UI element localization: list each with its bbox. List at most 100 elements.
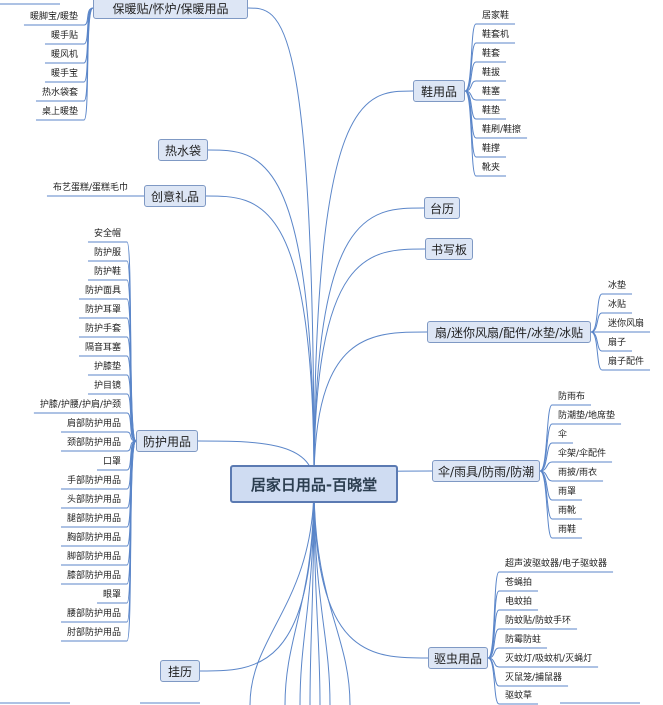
branch-connector (207, 149, 315, 485)
branch-connector (313, 483, 429, 659)
leaf-item[interactable]: 颈部防护用品 (66, 438, 121, 448)
branch-chuangyi[interactable]: 创意礼品 (144, 185, 206, 207)
branch-guali[interactable]: 挂历 (160, 660, 200, 682)
leaf-connector (590, 312, 603, 333)
leaf-item[interactable]: 鞋刷/鞋擦 (482, 125, 522, 135)
branch-connector (249, 483, 315, 705)
leaf-item[interactable]: 雨罩 (558, 487, 577, 497)
branch-connector (313, 483, 331, 705)
leaf-item[interactable]: 防蚊贴/防蚊手环 (505, 616, 572, 626)
leaf-item[interactable]: 热水袋套 (41, 88, 78, 98)
leaf-item[interactable]: 护目镜 (93, 381, 121, 391)
leaf-item[interactable]: 防护面具 (84, 286, 121, 296)
central-topic[interactable]: 居家日用品-百晓堂 (230, 465, 398, 503)
leaf-item[interactable]: 灭鼠笼/捕鼠器 (505, 673, 563, 683)
leaf-item[interactable]: 胸部防护用品 (66, 533, 121, 543)
leaf-item[interactable]: 肩部防护用品 (66, 419, 121, 429)
leaf-item[interactable]: 肘部防护用品 (66, 628, 121, 638)
leaf-connector (464, 61, 477, 92)
leaf-item[interactable]: 鞋套机 (482, 30, 510, 40)
leaf-item[interactable]: 暖风机 (50, 50, 78, 60)
leaf-item[interactable]: 鞋套 (482, 49, 501, 59)
leaf-item[interactable]: 头部防护用品 (66, 495, 121, 505)
leaf-item[interactable]: 迷你风扇 (608, 319, 645, 329)
leaf-connector (487, 657, 500, 705)
leaf-item[interactable]: 雨鞋 (558, 525, 577, 535)
branch-shan[interactable]: 扇/迷你风扇/配件/冰垫/冰贴 (427, 321, 591, 343)
leaf-item[interactable]: 鞋拔 (482, 68, 501, 78)
leaf-connector (487, 609, 500, 659)
leaf-item[interactable]: 桌上暖垫 (41, 107, 78, 117)
leaf-item[interactable]: 雨靴 (558, 506, 577, 516)
branch-shuxie[interactable]: 书写板 (425, 238, 473, 260)
leaf-item[interactable]: 电蚊拍 (505, 597, 533, 607)
leaf-connector (464, 90, 477, 177)
leaf-item[interactable]: 鞋撑 (482, 144, 501, 154)
leaf-item[interactable]: 暖脚宝/暖垫 (29, 12, 78, 22)
leaf-item[interactable]: 防护服 (93, 248, 121, 258)
leaf-item[interactable]: 防护耳罩 (84, 305, 121, 315)
leaf-connector (539, 470, 553, 539)
leaf-connector (487, 628, 500, 659)
leaf-item[interactable]: 伞 (558, 430, 568, 440)
leaf-item[interactable]: 暖手贴 (50, 31, 78, 41)
leaf-connector (539, 442, 553, 472)
branch-san[interactable]: 伞/雨具/防雨/防潮 (432, 460, 540, 482)
leaf-item[interactable]: 灭蚊灯/吸蚊机/灭蝇灯 (505, 654, 593, 664)
leaf-item[interactable]: 脚部防护用品 (66, 552, 121, 562)
leaf-item[interactable]: 扇子 (608, 338, 627, 348)
leaf-item[interactable]: 防护鞋 (93, 267, 121, 277)
leaf-item[interactable]: 驱蚊草 (505, 691, 533, 701)
branch-connector (313, 248, 426, 485)
branch-connector (313, 331, 428, 485)
leaf-item[interactable]: 眼罩 (102, 590, 121, 600)
leaf-item[interactable]: 超声波驱蚊器/电子驱蚊器 (505, 559, 608, 569)
leaf-item[interactable]: 护膝垫 (93, 362, 121, 372)
leaf-connector (126, 393, 137, 442)
leaf-item[interactable]: 鞋垫 (482, 106, 501, 116)
leaf-connector (464, 42, 477, 92)
leaf-item[interactable]: 防潮垫/地席垫 (558, 411, 616, 421)
branch-quchong[interactable]: 驱虫用品 (428, 647, 488, 669)
leaf-item[interactable]: 膝部防护用品 (66, 571, 121, 581)
branch-baonuan[interactable]: 保暖贴/怀炉/保暖用品 (93, 0, 248, 19)
leaf-item[interactable]: 腰部防护用品 (66, 609, 121, 619)
leaf-item[interactable]: 居家鞋 (482, 11, 510, 21)
branch-connector (284, 483, 315, 705)
leaf-item[interactable]: 扇子配件 (608, 357, 645, 367)
leaf-item[interactable]: 口罩 (102, 457, 121, 467)
leaf-connector (590, 331, 603, 371)
leaf-item[interactable]: 腿部防护用品 (66, 514, 121, 524)
leaf-item[interactable]: 防霉防蛀 (505, 635, 542, 645)
leaf-connector (539, 423, 553, 472)
branch-fanghu[interactable]: 防护用品 (136, 430, 198, 452)
leaf-connector (590, 293, 603, 333)
leaf-item[interactable]: 护膝/护腰/护肩/护颈 (39, 400, 121, 410)
branch-reshuidai[interactable]: 热水袋 (158, 139, 208, 161)
branch-connector (313, 90, 414, 485)
leaf-item[interactable]: 苍蝇拍 (505, 578, 533, 588)
leaf-item[interactable]: 伞架/伞配件 (558, 449, 607, 459)
leaf-item[interactable]: 靴夹 (482, 163, 501, 173)
leaf-item[interactable]: 雨披/雨衣 (558, 468, 598, 478)
leaf-item[interactable]: 隔音耳塞 (84, 343, 121, 353)
leaf-item[interactable]: 手部防护用品 (66, 476, 121, 486)
leaf-item[interactable]: 防护手套 (84, 324, 121, 334)
leaf-item[interactable]: 暖手宝 (50, 69, 78, 79)
leaf-item[interactable]: 布艺蛋糕/蛋糕毛巾 (52, 183, 128, 193)
branch-xie[interactable]: 鞋用品 (413, 80, 465, 102)
leaf-connector (126, 440, 137, 642)
leaf-item[interactable]: 鞋塞 (482, 87, 501, 97)
leaf-item[interactable]: 安全帽 (93, 229, 121, 239)
leaf-connector (126, 412, 137, 442)
branch-connector (205, 195, 315, 485)
branch-taili[interactable]: 台历 (424, 197, 460, 219)
branch-connector (313, 483, 351, 705)
leaf-item[interactable]: 防雨布 (558, 392, 586, 402)
branch-connector (247, 7, 315, 485)
leaf-connector (83, 7, 94, 121)
leaf-item[interactable]: 冰贴 (608, 300, 627, 310)
leaf-item[interactable]: 冰垫 (608, 281, 627, 291)
